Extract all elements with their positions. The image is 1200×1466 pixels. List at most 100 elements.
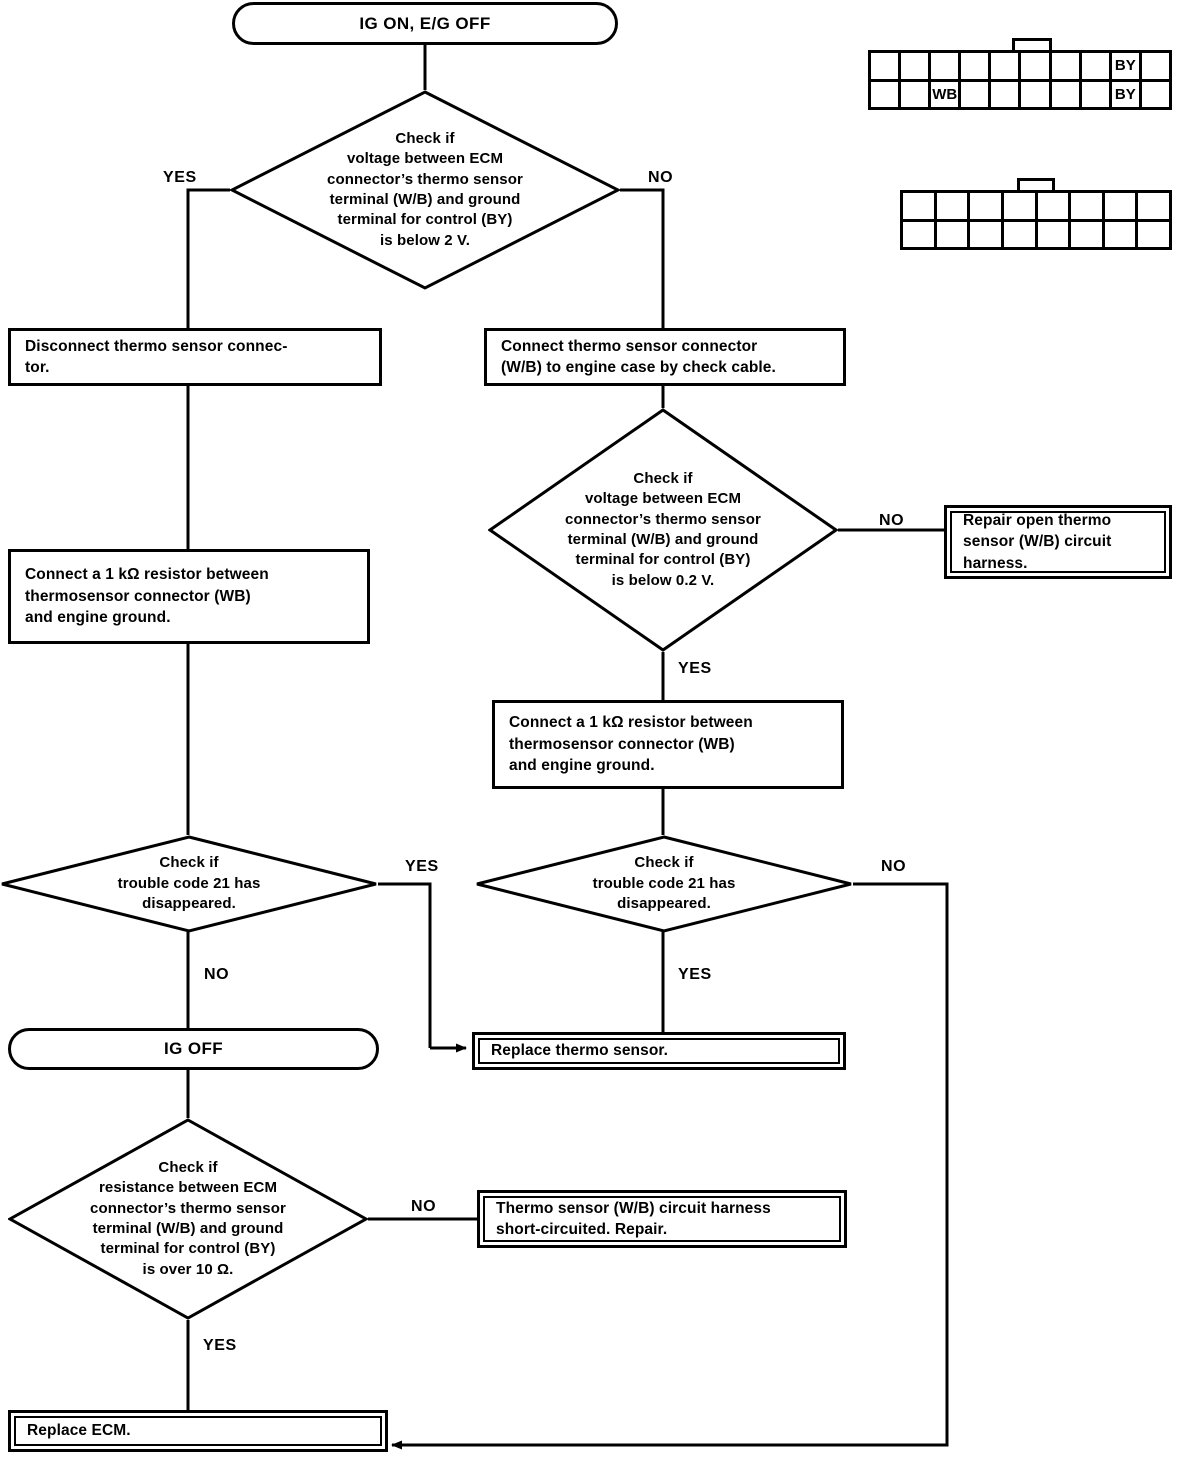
decision-line: is below 2 V. <box>380 231 470 249</box>
decision-line: connector’s thermo sensor <box>90 1199 286 1217</box>
pin-cell <box>1018 81 1048 107</box>
decision-line: connector’s thermo sensor <box>327 170 523 188</box>
pin-cell <box>898 53 928 79</box>
pin-cell <box>1101 193 1136 219</box>
process-connect-sensor-to-engine-case: Connect thermo sensor connector (W/B) to… <box>484 328 846 386</box>
branch-label-d1-yes: YES <box>163 169 197 186</box>
process-line: Connect a 1 kΩ resistor between <box>25 566 269 584</box>
result-replace-thermo-sensor: Replace thermo sensor. <box>472 1032 846 1070</box>
decision-line: terminal (W/B) and ground <box>92 1220 284 1237</box>
pin-cell <box>1068 193 1102 219</box>
decision-trouble-code-21-left-text: Check if trouble code 21 has disappeared… <box>0 853 378 914</box>
pin-cell-wb: WB <box>928 81 958 107</box>
decision-trouble-code-21-right: Check if trouble code 21 has disappeared… <box>475 835 853 933</box>
branch-label-d3-right-yes: YES <box>678 966 712 983</box>
result-line: Repair open thermo <box>963 511 1112 529</box>
diamond-outline <box>1 835 377 933</box>
decision-voltage-below-0-2v-text: Check if voltage between ECM connector’s… <box>488 469 838 591</box>
pin-cell <box>1078 53 1109 79</box>
decision-line: Check if <box>395 129 455 147</box>
decision-line: voltage between ECM <box>346 150 504 168</box>
decision-line: terminal for control (BY) <box>575 551 751 569</box>
decision-line: is below 0.2 V. <box>611 571 715 589</box>
pin-cell <box>903 193 934 219</box>
process-line: thermosensor connector (WB) <box>509 735 735 753</box>
process-line: (W/B) to engine case by check cable. <box>501 359 776 376</box>
decision-line: Check if <box>159 854 219 872</box>
decision-resistance-over-10-ohm: Check if resistance between ECM connecto… <box>8 1118 368 1320</box>
branch-label-d2-no: NO <box>879 512 905 529</box>
connector-row: WB BY <box>871 78 1169 108</box>
process-line: Connect a 1 kΩ resistor between <box>509 714 753 732</box>
decision-voltage-below-2v: Check if voltage between ECM connector’s… <box>230 90 620 290</box>
decision-line: disappeared. <box>142 895 236 913</box>
process-connect-resistor-right: Connect a 1 kΩ resistor between thermose… <box>492 700 844 789</box>
pin-cell <box>1018 53 1048 79</box>
decision-line: terminal for control (BY) <box>100 1240 276 1258</box>
result-repair-open-harness: Repair open thermo sensor (W/B) circuit … <box>944 505 1172 579</box>
decision-line: trouble code 21 has <box>117 874 261 892</box>
pin-cell <box>1138 81 1169 107</box>
terminal-ig-on-label: IG ON, E/G OFF <box>359 13 491 33</box>
pin-cell <box>967 221 1001 247</box>
pin-cell <box>958 81 988 107</box>
result-line: sensor (W/B) circuit <box>963 533 1112 551</box>
connector-row <box>903 218 1169 248</box>
pin-cell <box>898 81 928 107</box>
process-disconnect-thermo-sensor-connector: Disconnect thermo sensor connec- tor. <box>8 328 382 386</box>
pin-cell <box>967 193 1001 219</box>
connector-row: BY <box>871 53 1169 79</box>
result-harness-short-circuited: Thermo sensor (W/B) circuit harness shor… <box>477 1190 847 1248</box>
result-line: short-circuited. Repair. <box>496 1221 668 1238</box>
decision-line: disappeared. <box>617 895 711 913</box>
connector-pin-grid: BY WB BY <box>868 50 1172 110</box>
decision-line: resistance between ECM <box>98 1179 278 1197</box>
decision-trouble-code-21-left: Check if trouble code 21 has disappeared… <box>0 835 378 933</box>
decision-line: is over 10 Ω. <box>142 1260 234 1278</box>
process-line: Connect thermo sensor connector <box>501 337 758 355</box>
decision-line: Check if <box>633 469 693 487</box>
pin-cell <box>1078 81 1109 107</box>
pin-cell <box>871 82 898 108</box>
connector-pin-grid <box>900 190 1172 250</box>
decision-line: trouble code 21 has <box>592 874 736 892</box>
ecm-connector-upper-diagram: BY WB BY <box>868 38 1172 110</box>
pin-cell <box>1048 81 1079 107</box>
result-replace-ecm: Replace ECM. <box>8 1410 388 1452</box>
diamond-outline <box>8 1118 368 1320</box>
decision-line: connector’s thermo sensor <box>565 510 761 528</box>
pin-cell-by: BY <box>1108 53 1139 79</box>
pin-cell <box>1138 53 1169 79</box>
decision-voltage-below-0-2v: Check if voltage between ECM connector’s… <box>488 408 838 652</box>
terminal-ig-off: IG OFF <box>8 1028 379 1070</box>
result-line: Replace ECM. <box>27 1422 131 1440</box>
process-line: and engine ground. <box>25 609 171 627</box>
pin-cell <box>933 193 968 219</box>
ecm-connector-lower-diagram <box>900 178 1172 250</box>
diamond-outline <box>230 90 620 290</box>
terminal-ig-on: IG ON, E/G OFF <box>232 2 618 45</box>
connector-row <box>903 193 1169 219</box>
branch-label-d1-no: NO <box>648 169 674 186</box>
pin-cell <box>988 53 1018 79</box>
result-line: harness. <box>963 554 1028 572</box>
pin-cell <box>988 81 1018 107</box>
connector-latch-tab <box>1017 178 1055 192</box>
pin-cell <box>1101 221 1136 247</box>
branch-label-d4-no: NO <box>411 1198 437 1215</box>
diamond-outline <box>488 408 838 652</box>
decision-trouble-code-21-right-text: Check if trouble code 21 has disappeared… <box>475 853 853 914</box>
process-line: thermosensor connector (WB) <box>25 587 251 605</box>
branch-label-d3-left-yes: YES <box>405 858 439 875</box>
pin-cell <box>871 53 898 79</box>
process-line: tor. <box>25 359 50 376</box>
pin-cell-by: BY <box>1108 81 1139 107</box>
decision-line: terminal for control (BY) <box>337 211 513 229</box>
pin-cell <box>1000 193 1035 219</box>
pin-cell <box>903 222 934 248</box>
decision-line: terminal (W/B) and ground <box>567 531 759 548</box>
pin-cell <box>958 53 988 79</box>
pin-cell <box>1034 193 1069 219</box>
result-line: Thermo sensor (W/B) circuit harness <box>496 1199 771 1217</box>
